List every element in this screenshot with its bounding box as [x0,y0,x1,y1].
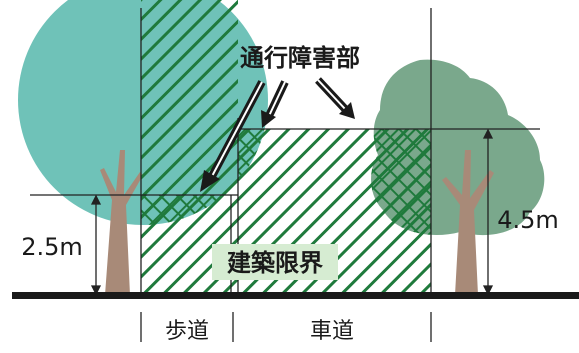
pointer-arrow-sidewalk [200,80,266,192]
left-tree-trunk [100,150,143,295]
pointer-arrows [200,77,355,192]
dimension-roadway-height [482,128,494,296]
sidewalk-label: 歩道 [165,319,209,344]
clearance-label-bg [212,244,338,280]
right-tree-trunk [442,150,494,295]
height-sidewalk-label: 2.5m [21,233,83,261]
pointer-arrow-roadway-right [315,77,355,119]
roadway-label: 車道 [310,319,354,344]
obstruction-label: 通行障害部 [240,44,360,72]
pointer-arrow-roadway-left [261,80,289,128]
dimension-sidewalk-height [90,194,102,296]
height-roadway-label: 4.5m [497,206,559,234]
clearance-envelope [141,0,431,295]
clearance-label: 建築限界 [227,249,323,277]
ground-line [12,292,579,299]
